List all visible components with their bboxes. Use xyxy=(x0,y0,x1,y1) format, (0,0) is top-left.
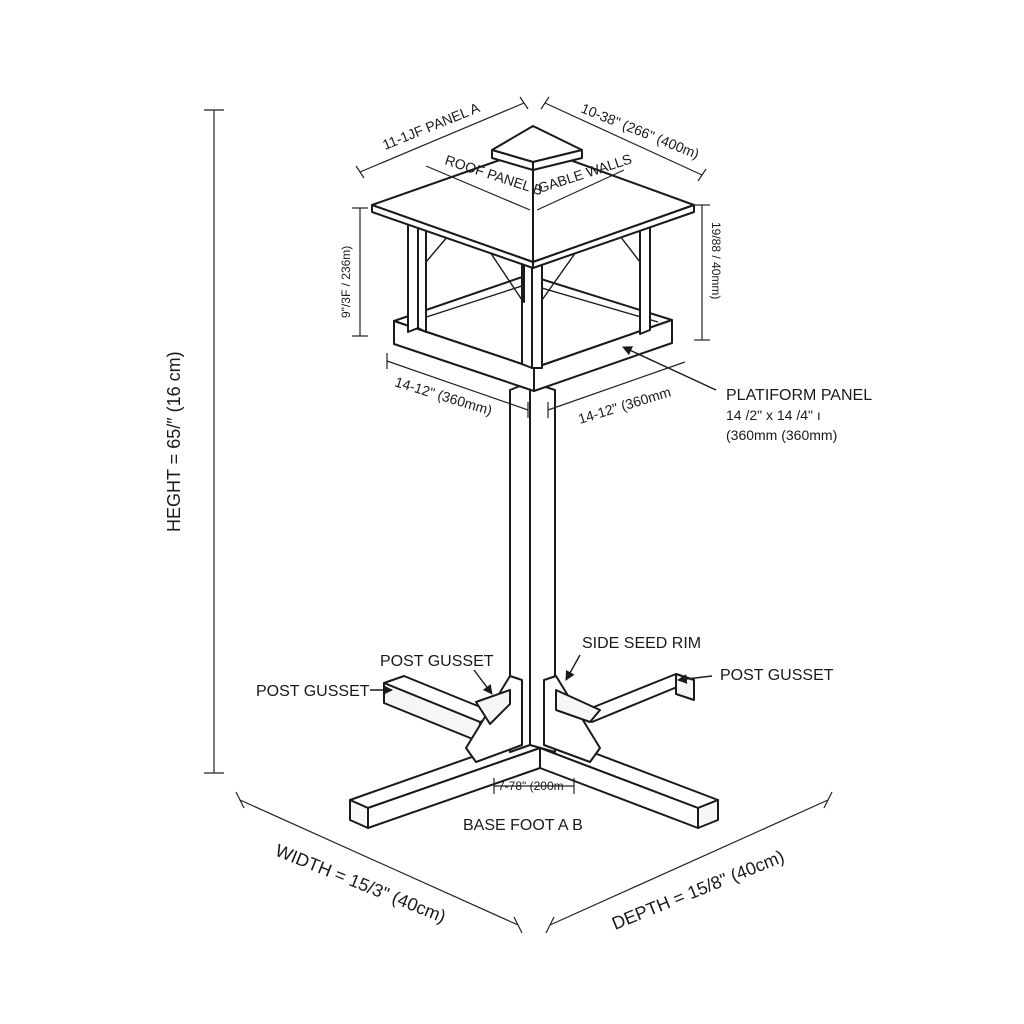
roof-cap-right xyxy=(532,149,583,171)
platform-panel-metric: (360mm (360mm) xyxy=(726,427,837,443)
leader-arrow-icon xyxy=(677,674,713,684)
roof-panel-a-label: 11-1JF PANEL A xyxy=(380,99,482,153)
gusset-back-right xyxy=(555,689,601,723)
roof-panel-b-dim-line xyxy=(425,165,531,211)
platform-left-dim-line xyxy=(386,360,529,411)
foot-front-right-end xyxy=(697,799,719,829)
width-dim-label: WIDTH = 15/3" (40cm) xyxy=(273,840,449,927)
platform-right-dim-line xyxy=(547,361,686,411)
post-gusset-right-label: POST GUSSET xyxy=(720,667,834,684)
base-foot-label: BASE FOOT A B xyxy=(463,817,583,834)
corner-post-front-b xyxy=(531,259,543,369)
width-dim-line xyxy=(239,799,519,926)
right-wall-dim-label: 19/88 / 40mm) xyxy=(709,222,723,299)
corner-post-left xyxy=(407,217,419,333)
depth-dim-line xyxy=(549,799,829,926)
platform-panel-size: 14 /2" x 14 /4" ı xyxy=(726,407,821,423)
depth-dim-label: DEPTH = 15/8" (40cm) xyxy=(609,846,787,933)
brace-front-right xyxy=(541,251,577,301)
roof-panel-a-dim-line xyxy=(359,102,525,173)
gusset-back-left xyxy=(475,689,511,725)
platform-panel-title: PLATIFORM PANEL xyxy=(726,387,872,404)
side-seed-rim-label: SIDE SEED RIM xyxy=(582,635,701,652)
gable-walls-dim-line xyxy=(536,169,625,211)
leader-lines xyxy=(370,346,717,695)
left-wall-dim-label: 9"/3F / 236m) xyxy=(339,246,353,318)
post xyxy=(509,381,556,753)
corner-post-left-b xyxy=(417,217,427,333)
roof-top-right-dim-line xyxy=(544,102,703,176)
leader-arrow-icon xyxy=(565,654,581,681)
brace-right xyxy=(619,235,641,263)
platform-right-edge xyxy=(533,319,673,392)
post-gusset-upper-label: POST GUSSET xyxy=(380,653,494,670)
roof-right-edge xyxy=(532,204,695,269)
height-dim-label: HEGHT = 65/″ (16 cm) xyxy=(164,351,184,532)
base-feet xyxy=(349,673,719,829)
brace-front-left xyxy=(489,251,523,301)
brace-left xyxy=(425,235,449,263)
gussets xyxy=(465,675,601,763)
base-small-dim-label: 7-78" (200m xyxy=(498,779,564,793)
leader-arrow-icon xyxy=(622,346,717,391)
post-gusset-left-label: POST GUSSET xyxy=(256,683,370,700)
dimension-lines xyxy=(204,96,833,934)
platform-right-dim-label: 14-12" (360mm xyxy=(576,383,672,426)
leader-arrow-icon xyxy=(473,669,493,695)
roof-top-dim-label: 10-38" (266" (400m) xyxy=(579,100,702,162)
corner-post-right xyxy=(639,217,651,335)
roof xyxy=(371,125,695,269)
